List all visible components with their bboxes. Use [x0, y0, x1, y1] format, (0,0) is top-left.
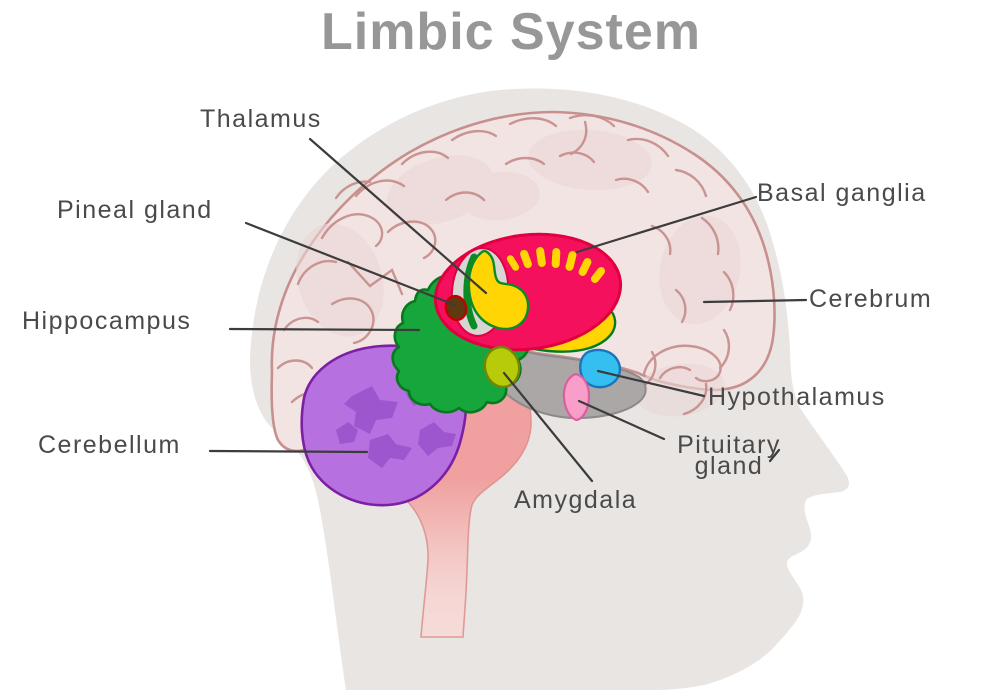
- label-pituitary-line1: Pituitary: [677, 431, 781, 459]
- label-basal-ganglia: Basal ganglia: [757, 179, 927, 207]
- basal-ganglia-dash: [520, 249, 532, 269]
- basal-ganglia-dash: [536, 247, 546, 267]
- gyri-sulci-lines: [276, 114, 735, 436]
- pineal-leader-line: [244, 221, 457, 307]
- label-hippocampus: Hippocampus: [22, 307, 192, 335]
- basal-ganglia-dashes: [506, 247, 606, 283]
- cerebellum-leader-line: [208, 449, 369, 454]
- cerebrum-leader-line: [702, 298, 808, 304]
- pituitary-leader-tick: [768, 448, 781, 463]
- basal-ganglia-dash: [506, 255, 520, 271]
- label-pituitary-line2: gland: [694, 452, 764, 480]
- label-cerebrum: Cerebrum: [809, 285, 933, 313]
- hippocampus-leader-line: [228, 327, 421, 332]
- hypothalamus-shape: [579, 348, 622, 389]
- pineal-gland-shape: [444, 294, 468, 322]
- thalamus-shape: [467, 249, 530, 331]
- leader-lines: [208, 137, 808, 483]
- label-thalamus: Thalamus: [200, 105, 322, 133]
- basal-ganglia-dash: [590, 267, 606, 283]
- basal-ganglia-leader-line: [575, 195, 758, 254]
- label-pineal-gland: Pineal gland: [57, 196, 213, 224]
- label-cerebellum: Cerebellum: [38, 431, 181, 459]
- hypothalamus-leader-line: [596, 369, 706, 398]
- fornix-green-edge: [463, 253, 478, 330]
- basal-ganglia-dash: [565, 251, 577, 271]
- label-pituitary-gland: Pituitary gland: [660, 431, 798, 480]
- basal-ganglia-dash: [578, 258, 592, 276]
- pituitary-gland-shape: [562, 372, 591, 422]
- amygdala-leader-line: [502, 371, 594, 483]
- page-title: Limbic System: [320, 3, 702, 61]
- amygdala-shape: [483, 345, 521, 389]
- pituitary-leader-line: [577, 399, 666, 441]
- label-amygdala: Amygdala: [514, 486, 638, 514]
- thalamus-leader-line: [308, 137, 488, 295]
- basal-ganglia-dash: [551, 248, 561, 268]
- label-hypothalamus: Hypothalamus: [708, 383, 886, 411]
